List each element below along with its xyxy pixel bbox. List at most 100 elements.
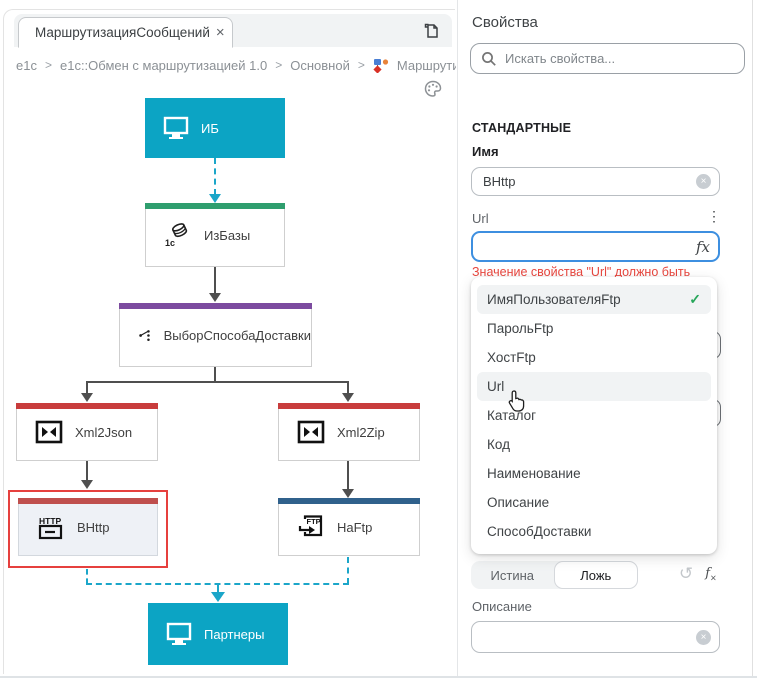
dropdown-item-label: Каталог [487, 408, 537, 423]
http-icon: HTTP [38, 516, 63, 539]
tab-title: МаршрутизацияСообщений [35, 25, 210, 40]
node-color-bar [145, 203, 285, 209]
clear-icon[interactable]: × [696, 174, 711, 189]
description-field-label: Описание [472, 599, 532, 614]
breadcrumb: e1c > e1c::Обмен с маршрутизацией 1.0 > … [16, 55, 456, 75]
diagram-pane: МаршрутизацияСообщений × e1c > e1c::Обме… [3, 9, 456, 674]
node-label: Xml2Json [75, 424, 133, 440]
breadcrumb-separator: > [275, 58, 283, 72]
database-1c-icon: 1с [165, 223, 188, 248]
undo-button[interactable]: ↺ [674, 562, 698, 586]
svg-text:HTTP: HTTP [39, 516, 62, 526]
dropdown-item[interactable]: Описание [477, 488, 711, 517]
arrowhead [209, 293, 221, 302]
node-label: Партнеры [204, 626, 265, 642]
connector-dashed [214, 158, 216, 195]
dropdown-item-label: ИмяПользователяFtp [487, 292, 621, 307]
description-input[interactable] [483, 629, 696, 645]
kebab-menu-icon[interactable]: ⋮ [707, 208, 721, 224]
properties-panel: Свойства СТАНДАРТНЫЕ Имя × Url ⋮ fx Знач… [457, 0, 753, 676]
url-field-label: Url [472, 211, 489, 226]
node-xml2zip[interactable]: Xml2Zip [278, 403, 420, 461]
fx-icon[interactable]: fx [695, 237, 710, 256]
dropdown-item-label: Url [487, 379, 505, 394]
dropdown-item[interactable]: Наименование [477, 459, 711, 488]
connector [347, 461, 349, 490]
value-dropdown: ИмяПользователяFtp ✓ ПарольFtp ХостFtp U… [471, 277, 717, 554]
monitor-icon [166, 622, 192, 645]
node-vybor-sposoba-dostavki[interactable]: ВыборСпособаДоставки [119, 303, 312, 367]
tab-strip: МаршрутизацияСообщений × [14, 14, 452, 48]
property-search[interactable] [470, 43, 745, 74]
connector-dashed [86, 569, 88, 584]
connector [86, 381, 349, 383]
paste-icon[interactable] [420, 20, 442, 42]
node-label: ВыборСпособаДоставки [163, 327, 311, 343]
arrowhead [81, 480, 93, 489]
connector-dashed [347, 557, 349, 584]
clear-icon[interactable]: × [696, 629, 711, 645]
dropdown-item[interactable]: ПарольFtp [477, 314, 711, 343]
node-ib[interactable]: ИБ [145, 98, 285, 158]
description-field[interactable]: × [471, 621, 720, 653]
editor-card [3, 9, 455, 674]
connector-dashed [217, 583, 219, 593]
tab-routing-diagram[interactable]: МаршрутизацияСообщений × [18, 17, 233, 48]
arrowhead [81, 393, 93, 402]
breadcrumb-item[interactable]: e1c [16, 57, 37, 73]
dropdown-item-label: ХостFtp [487, 350, 536, 365]
node-label: НаFtp [337, 519, 373, 535]
node-color-bar [278, 403, 420, 409]
node-vhttp[interactable]: HTTP ВHttp [18, 498, 158, 556]
node-label: Xml2Zip [337, 424, 385, 440]
arrowhead [342, 393, 354, 402]
dropdown-item[interactable]: Код [477, 430, 711, 459]
panel-title: Свойства [472, 14, 538, 31]
name-field[interactable]: × [471, 167, 720, 196]
dropdown-item[interactable]: ХостFtp [477, 343, 711, 372]
name-field-label: Имя [472, 144, 499, 159]
node-izbazy[interactable]: 1с ИзБазы [145, 203, 285, 267]
url-input[interactable] [484, 239, 696, 254]
connector [86, 461, 88, 481]
dropdown-item-label: ПарольFtp [487, 321, 554, 336]
url-error-text: Значение свойства "Url" должно быть [472, 265, 691, 279]
connector [214, 367, 216, 383]
transform-icon [35, 420, 63, 444]
dropdown-item[interactable]: СпособДоставки [477, 517, 711, 546]
connector [347, 381, 349, 394]
connector [214, 267, 216, 294]
ftp-icon: FTP [298, 515, 323, 537]
transform-icon [297, 420, 325, 444]
node-naftp[interactable]: FTP НаFtp [278, 498, 420, 556]
branch-icon [139, 330, 150, 341]
dropdown-item-label: СпособДоставки [487, 524, 592, 539]
name-input[interactable] [483, 174, 696, 189]
bool-false-button[interactable]: Ложь [553, 561, 638, 589]
check-icon: ✓ [689, 291, 701, 307]
mouse-cursor-icon [508, 390, 525, 412]
url-field[interactable]: fx [471, 231, 720, 262]
dropdown-item-label: Код [487, 437, 510, 452]
breadcrumb-item-current[interactable]: Маршрути [396, 57, 456, 73]
dropdown-item[interactable]: ИмяПользователяFtp ✓ [477, 285, 711, 314]
breadcrumb-item[interactable]: e1c::Обмен с маршрутизацией 1.0 [59, 57, 268, 73]
node-color-bar [278, 498, 420, 504]
undo-icon: ↺ [678, 564, 694, 583]
node-xml2json[interactable]: Xml2Json [16, 403, 158, 461]
search-input[interactable] [505, 51, 734, 66]
node-label: ИБ [201, 120, 219, 136]
node-partnery[interactable]: Партнеры [148, 603, 288, 665]
breadcrumb-item[interactable]: Основной [290, 57, 350, 73]
palette-icon[interactable] [423, 79, 445, 101]
node-label: ИзБазы [204, 227, 251, 243]
selection-frame [8, 490, 168, 568]
node-color-bar [119, 303, 312, 309]
dropdown-item[interactable]: Каталог [477, 401, 711, 430]
formula-clear-button[interactable]: f× [699, 562, 723, 586]
connector [86, 381, 88, 394]
tab-close-icon[interactable]: × [215, 24, 225, 41]
bool-true-button[interactable]: Истина [490, 567, 534, 583]
bool-toggle: Истина Ложь [471, 561, 638, 589]
